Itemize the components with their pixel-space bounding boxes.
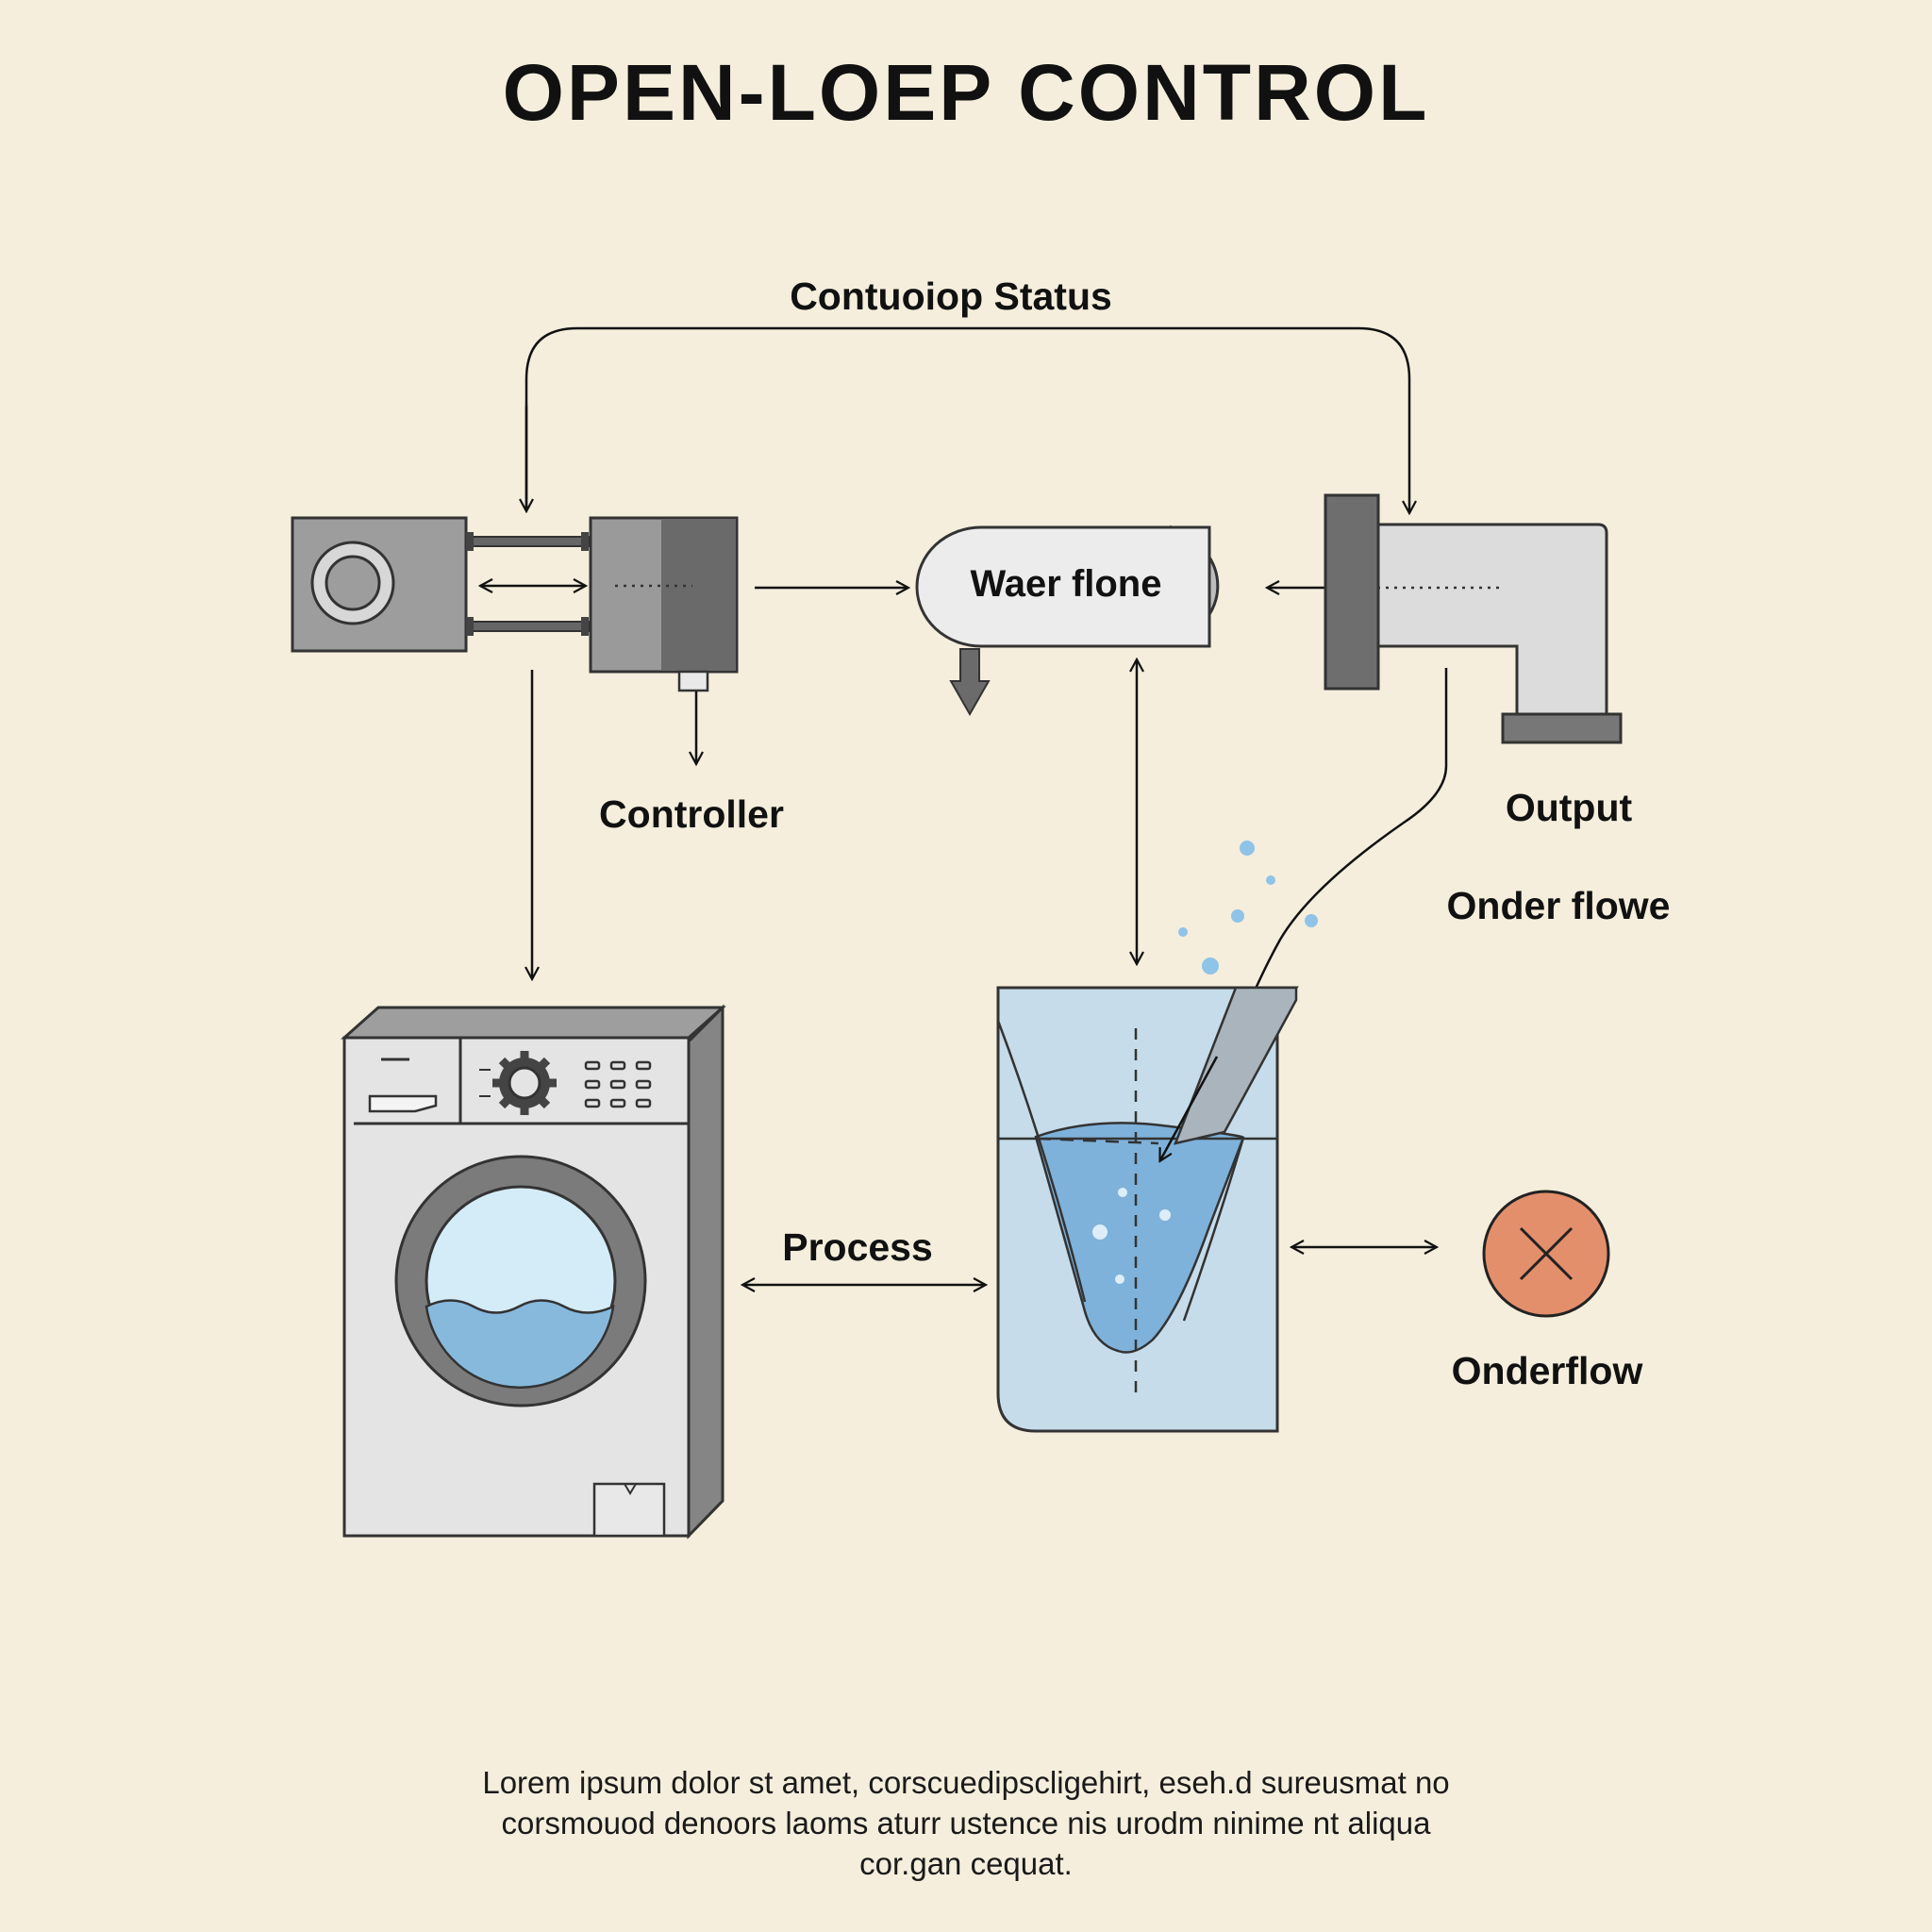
loop-status-label: Contuoiop Status [790,275,1112,318]
caption-line-3: cor.gan cequat. [859,1846,1073,1881]
gear-icon [492,1051,557,1115]
process-label: Process [782,1225,933,1269]
beaker-water [1034,1122,1245,1354]
water-flow-tank [915,525,1220,717]
onderflow-label: Onderflow [1452,1349,1643,1392]
controller-unit [291,516,739,763]
onder-flowe-label: Onder flowe [1447,884,1671,927]
washer-button-grid [584,1060,652,1108]
loop-status-arrow [525,326,1409,512]
hose-entry-arrow [1160,1056,1219,1160]
water-flow-tank-body [915,525,1211,648]
washer-side-panel [687,1004,724,1540]
controller-rod-bottom [465,621,590,632]
close-x-icon [1482,1190,1610,1318]
output-hose-spout [1173,986,1298,1145]
output-label: Output [1506,786,1633,829]
controller-label: Controller [599,792,784,836]
tank-drain-arrow-icon [949,648,991,717]
caption-line-2: corsmouod denoors laoms aturr ustence ni… [501,1806,1431,1840]
beaker [996,986,1299,1433]
diagram-title: OPEN-LOEP CONTROL [503,48,1430,137]
washer-water [425,1299,615,1390]
output-pipe [1324,493,1623,744]
washing-machine [341,1004,726,1540]
water-flow-label: Waer flone [971,563,1162,605]
washer-detergent-drawer [368,1094,438,1113]
output-pipe-body [1376,523,1608,716]
washer-top-panel [341,1006,726,1040]
output-hose-line [1241,668,1448,1020]
output-pipe-base [1501,712,1623,744]
caption-line-1: Lorem ipsum dolor st amet, corscuedipscl… [482,1765,1450,1800]
controller-rod-top [465,536,590,547]
output-flange [1324,493,1380,691]
controller-nozzle [677,670,709,692]
caption-text: Lorem ipsum dolor st amet, corscuedipscl… [353,1762,1579,1884]
